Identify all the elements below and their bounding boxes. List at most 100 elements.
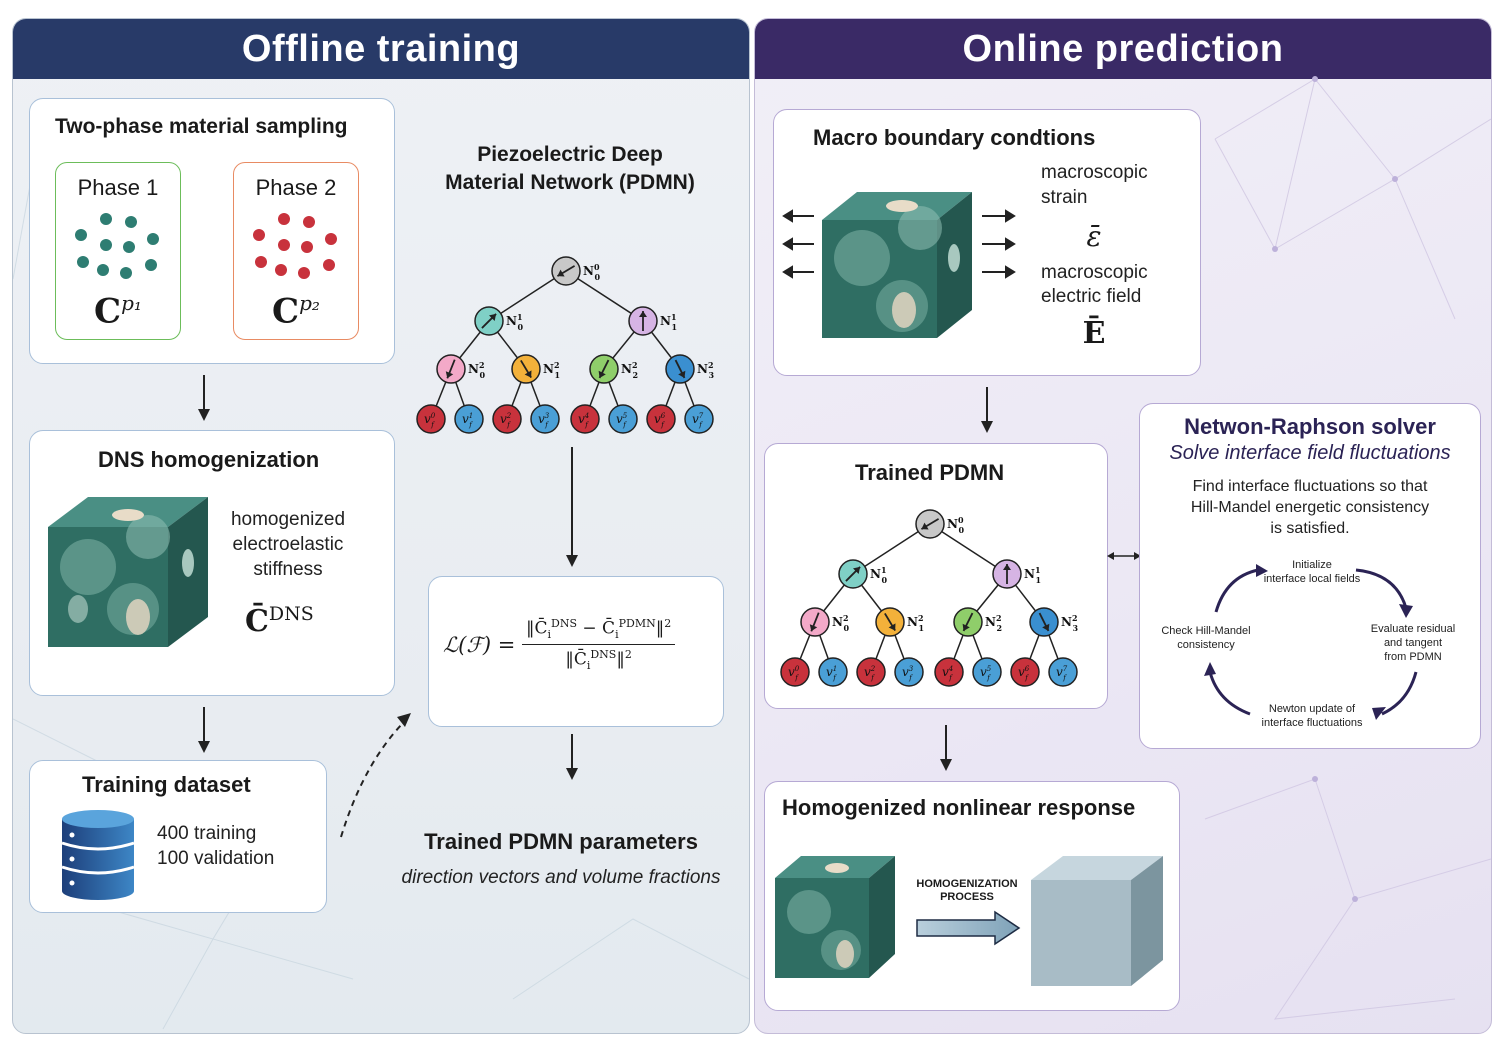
arrow-trained-to-response (940, 725, 952, 771)
loss-fraction: ‖C̄iDNS − C̄iPDMN‖2 ‖C̄iDNS‖2 (521, 617, 676, 673)
solver-desc-line1: Find interface fluctuations so that (1192, 478, 1428, 495)
tree-node-l2-0-direction-arrowhead (809, 624, 818, 632)
tree-node-l2-1-direction-arrowhead (524, 370, 532, 378)
cycle-step-eval-line2: and tangent (1383, 637, 1443, 649)
tree-leaf-4 (934, 657, 964, 687)
tree-leaf-1 (818, 657, 848, 687)
cycle-step-eval-line3: from PDMN (1384, 651, 1442, 663)
dataset-box: Training dataset 400 training 100 valida… (29, 760, 327, 913)
tree-node-root-direction-arrowhead (921, 522, 929, 530)
offline-training-panel: Offline training Two-phase material samp… (12, 18, 750, 1034)
process-label-line2: PROCESS (940, 891, 994, 903)
tree-leaf-0 (780, 657, 810, 687)
tree-edge (852, 523, 931, 575)
arrow-dns-to-dataset (198, 707, 210, 753)
cycle-step-check-line1: Check Hill-Mandel (1161, 625, 1251, 637)
tree-leaf-2 (856, 657, 886, 687)
dataset-title: Training dataset (82, 772, 251, 797)
arrow-macro-to-trained (981, 387, 993, 433)
macro-cube-with-load-arrows (782, 192, 1016, 338)
macro-field-symbol: Ē (1082, 316, 1106, 351)
tree-leaf-3 (530, 404, 560, 434)
response-homogenized-cube (1031, 856, 1163, 986)
phase2-label: Phase 2 (255, 175, 337, 200)
tree-node-l2-1-direction-arrowhead (888, 623, 896, 631)
solver-subtitle: Solve interface field fluctuations (1169, 442, 1451, 464)
sampling-box: Two-phase material sampling Phase 1 Cp₁ … (29, 98, 395, 364)
offline-training-header: Offline training (13, 19, 749, 79)
tree-leaf-7 (1048, 657, 1078, 687)
macro-strain-line1: macroscopic (1041, 162, 1148, 183)
macro-field-line1: macroscopic (1041, 262, 1148, 283)
cycle-step-init: Initialize interface local fields (1250, 558, 1374, 586)
cycle-step-update-line1: Newton update of (1268, 703, 1356, 715)
tree-edge (565, 270, 644, 322)
arrow-tree-to-loss (566, 447, 578, 567)
cycle-step-update-line2: interface fluctuations (1261, 717, 1363, 729)
tree-leaf-5 (972, 657, 1002, 687)
phase2-particles (253, 213, 337, 279)
arrow-loss-to-params (566, 734, 578, 780)
dns-desc-line3: stiffness (253, 559, 323, 580)
dns-tensor-sup: DNS (268, 603, 314, 625)
process-arrow (916, 910, 1021, 946)
phase1-tensor-sup: p₁ (121, 291, 142, 315)
macro-box: Macro boundary condtions macroscopic str… (773, 109, 1201, 376)
solver-desc-line2: Hill-Mandel energetic consistency (1190, 499, 1430, 516)
loss-lhs: ℒ(ℱ) = (443, 632, 522, 657)
process-label: HOMOGENIZATION PROCESS (915, 878, 1019, 904)
tree-node-l1-0-direction-arrowhead (853, 566, 861, 574)
macro-field-line2: electric field (1041, 286, 1142, 307)
loss-denominator: ‖C̄iDNS‖2 (565, 648, 632, 673)
trained-pdmn-title: Trained PDMN (855, 460, 1005, 485)
tree-leaf-6 (1010, 657, 1040, 687)
macro-strain-symbol: ε̄ (1086, 220, 1102, 253)
dataset-training: 400 training (157, 823, 257, 844)
tree-node-l2-2-direction-arrowhead (598, 370, 606, 378)
tree-edge (929, 523, 1008, 575)
tree-node-root-direction-arrowhead (557, 269, 565, 277)
dns-desc-line2: electroelastic (232, 534, 344, 555)
cycle-step-init-line1: Initialize (1292, 559, 1332, 571)
macro-title: Macro boundary condtions (813, 125, 1096, 150)
tree-node-l2-0-direction-arrowhead (445, 371, 454, 379)
double-arrow-pdmn-solver (1107, 552, 1141, 560)
cycle-step-eval: Evaluate residual and tangent from PDMN (1358, 622, 1468, 664)
tree-leaf-0 (416, 404, 446, 434)
cycle-step-check: Check Hill-Mandel consistency (1148, 624, 1264, 652)
tree-leaf-1 (454, 404, 484, 434)
phase1-tensor: Cp₁ (56, 291, 180, 331)
response-title: Homogenized nonlinear response (782, 795, 1136, 820)
background-network-pattern-right (1204, 76, 1491, 1020)
params-subtitle: direction vectors and volume fractions (401, 867, 721, 888)
tree-leaf-2 (492, 404, 522, 434)
tree-leaf-4 (570, 404, 600, 434)
dns-cube (48, 497, 208, 647)
process-label-line1: HOMOGENIZATION (916, 878, 1018, 890)
cycle-step-init-line2: interface local fields (1263, 573, 1361, 585)
arrow-sampling-to-dns (198, 375, 210, 421)
network-title-line2: Material Network (PDMN) (445, 171, 695, 194)
